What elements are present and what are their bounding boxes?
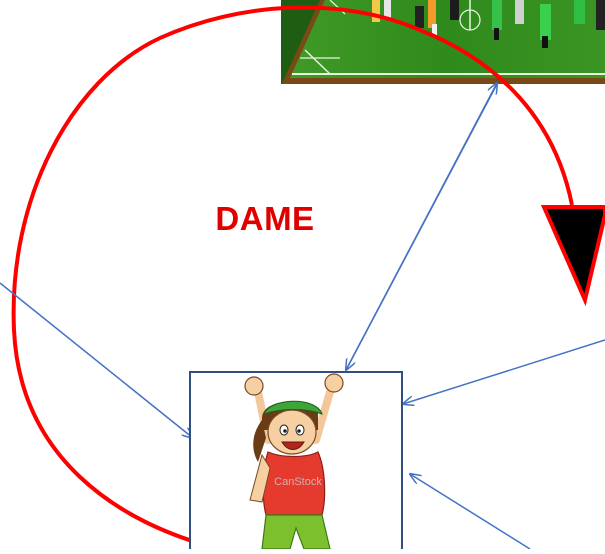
arrow-left-to-box — [0, 282, 193, 438]
arrow-box-to-field — [345, 83, 497, 371]
image-box-border — [189, 371, 403, 549]
dame-label: DAME — [215, 200, 315, 237]
cheering-boy-image: CanStock — [189, 371, 403, 550]
connector-arrows — [0, 83, 605, 550]
arrow-bottomright-to-box — [410, 474, 531, 550]
arrow-right-to-box — [403, 339, 605, 404]
player-figures — [372, 0, 605, 48]
cycle-arrow-arc — [11, 5, 574, 547]
cycle-arrowhead — [540, 205, 605, 307]
watermark-text: CanStock — [274, 476, 322, 488]
